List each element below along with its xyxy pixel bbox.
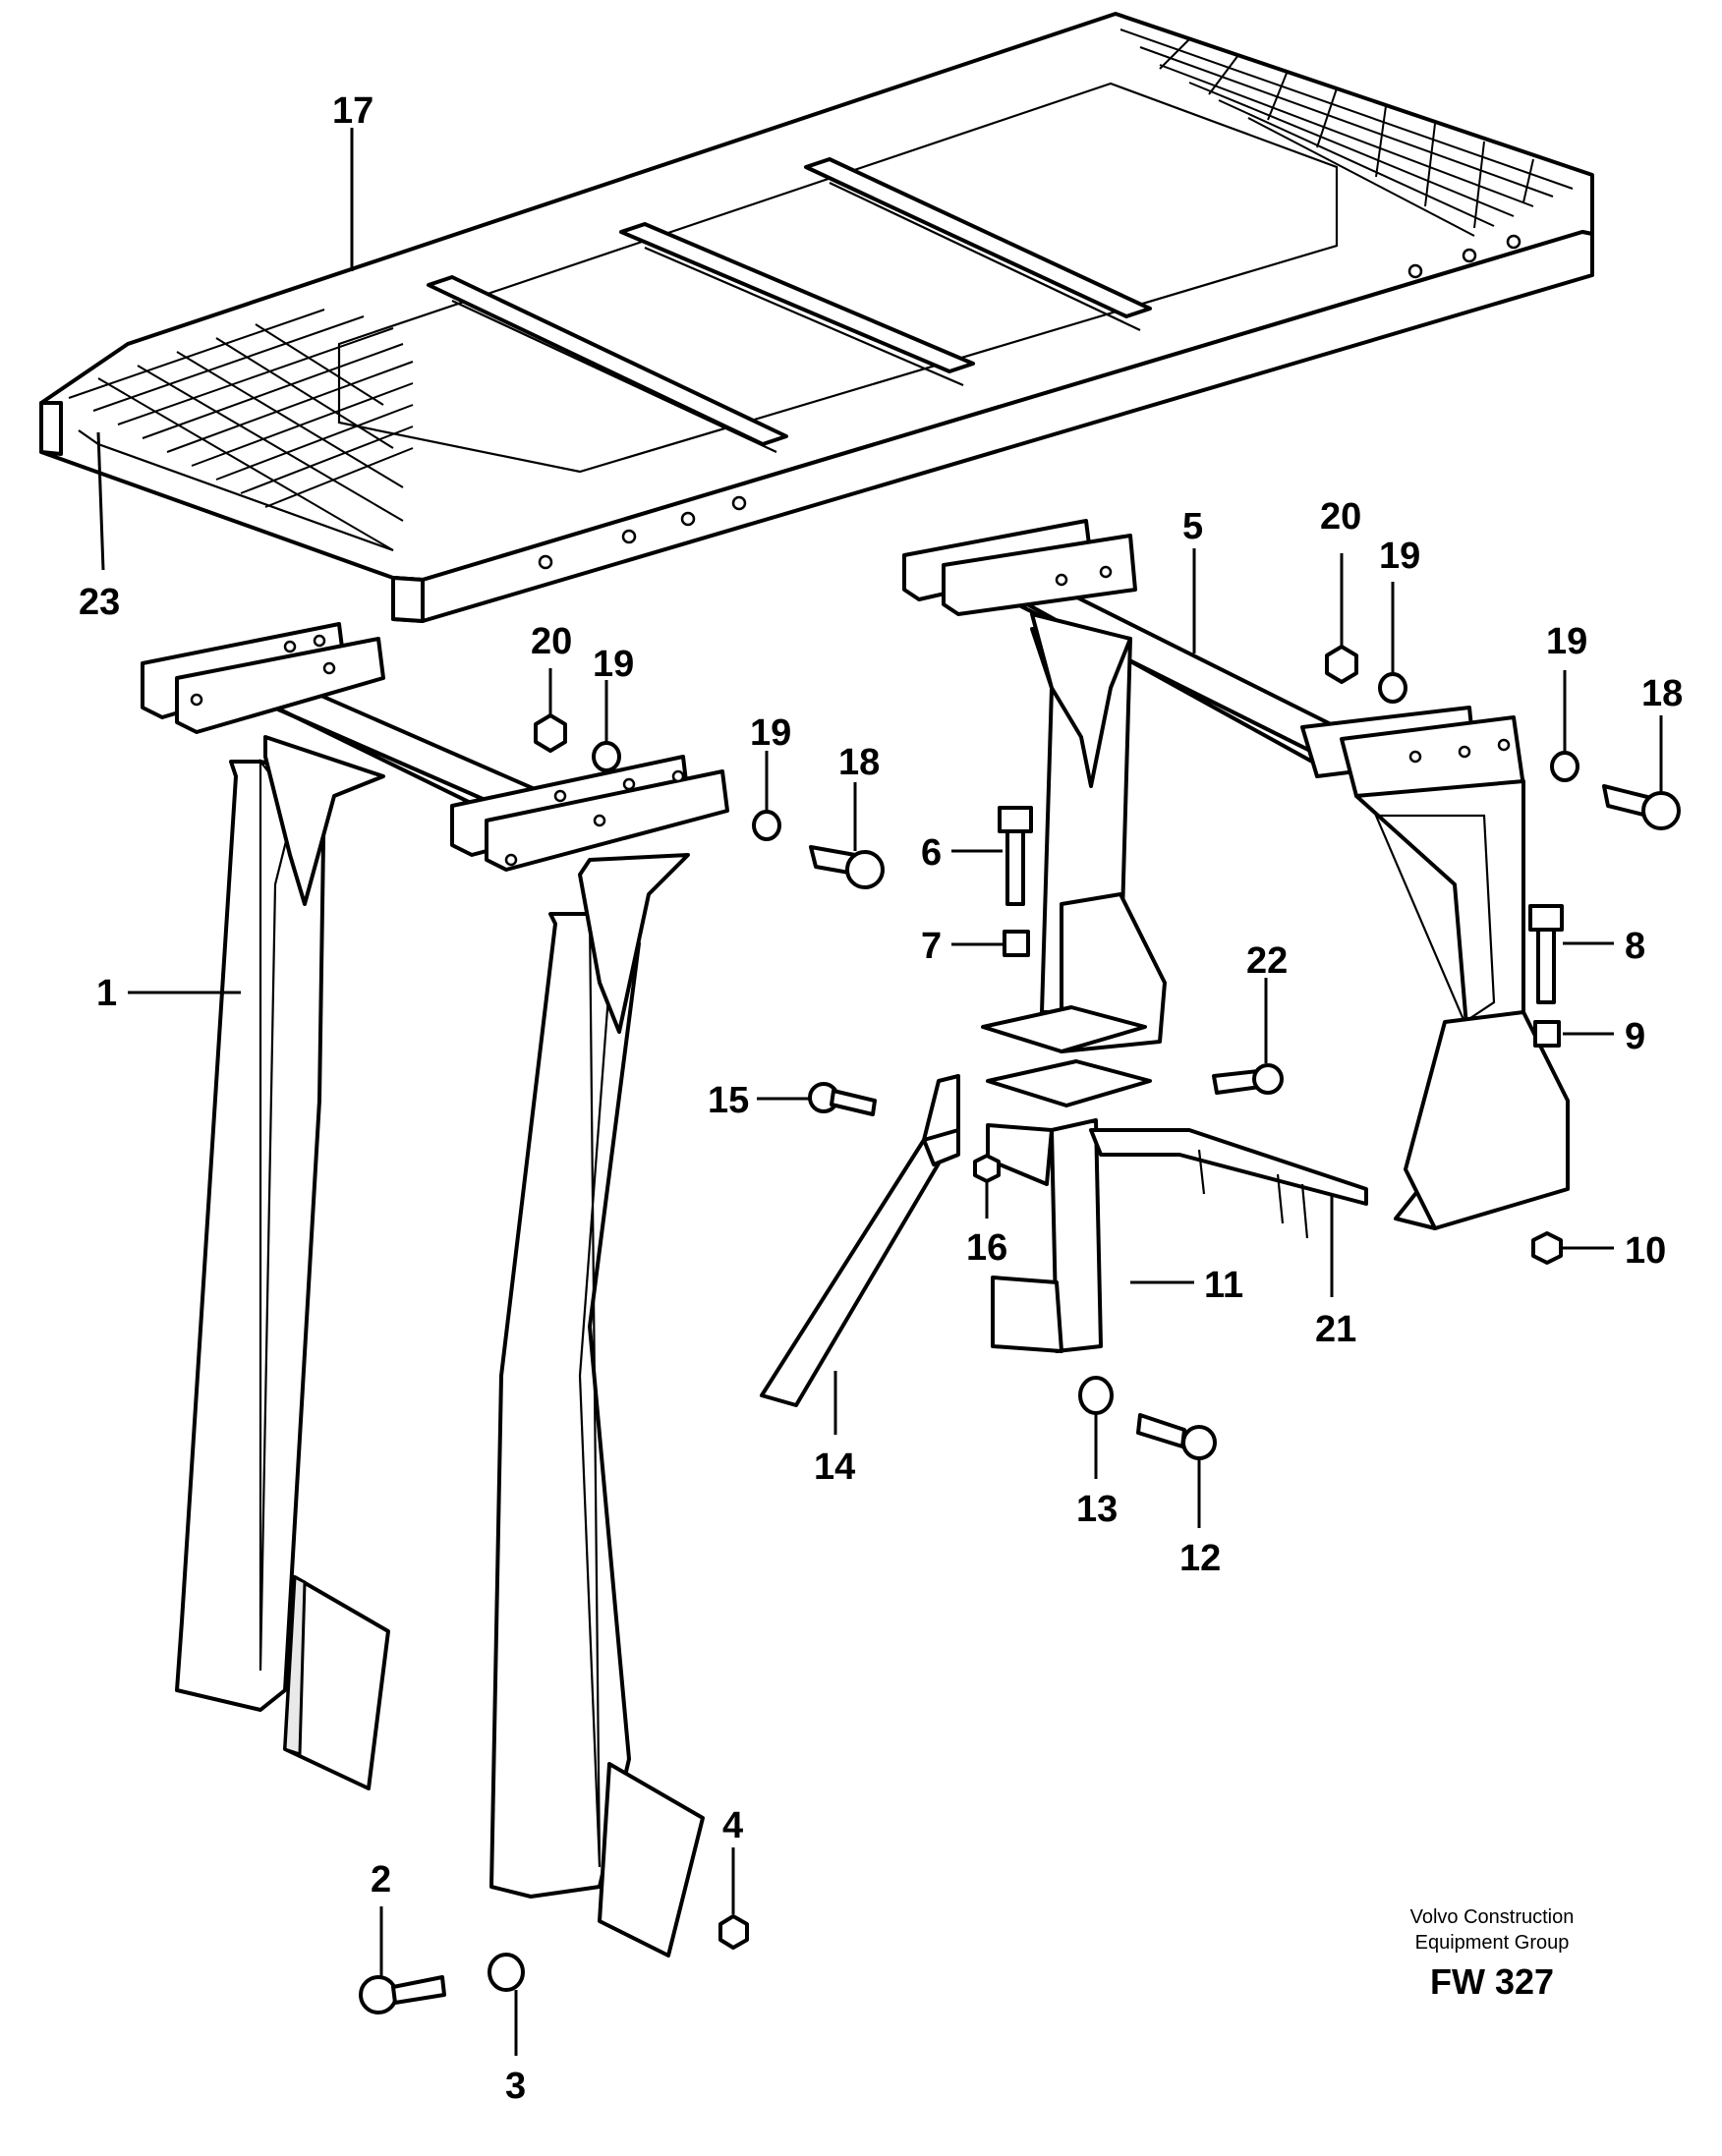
spacer-9 xyxy=(1533,1020,1561,1048)
callout-2: 2 xyxy=(371,1859,391,1901)
callout-23: 23 xyxy=(79,582,120,623)
spacer-7 xyxy=(1003,930,1030,957)
callout-16: 16 xyxy=(966,1227,1007,1269)
callout-13: 13 xyxy=(1076,1489,1118,1530)
credit-company-line1: Volvo Construction xyxy=(1409,1906,1575,1928)
callout-19b: 19 xyxy=(750,712,791,754)
bolt-12 xyxy=(1136,1413,1186,1448)
callout-19c: 19 xyxy=(1379,536,1420,577)
washer-19-right-a xyxy=(1378,672,1407,704)
step-assembly xyxy=(760,1005,1368,1407)
callout-11: 11 xyxy=(1204,1265,1243,1306)
bolt-8 xyxy=(1536,922,1556,1004)
bolt-6 xyxy=(1005,823,1025,906)
callout-7: 7 xyxy=(921,926,942,967)
callout-8: 8 xyxy=(1625,926,1645,967)
callout-9: 9 xyxy=(1625,1016,1645,1057)
platform-grating xyxy=(39,12,1594,623)
washer-19-left-a xyxy=(592,741,621,772)
callout-3: 3 xyxy=(505,2066,526,2107)
washer-19-right-b xyxy=(1550,751,1579,782)
washer-19-left-b xyxy=(752,810,781,841)
callout-19d: 19 xyxy=(1546,621,1587,662)
spacer-3 xyxy=(488,1953,525,1992)
nut-4 xyxy=(718,1914,749,1950)
spacer-13 xyxy=(1078,1376,1114,1415)
callout-20b: 20 xyxy=(1320,496,1361,538)
drawing-code: FW 327 xyxy=(1429,1961,1555,2002)
callout-18b: 18 xyxy=(1641,673,1683,714)
bolt-2 xyxy=(359,1975,398,2014)
callout-19a: 19 xyxy=(593,644,634,685)
left-frame-assembly xyxy=(141,622,729,1957)
callout-1: 1 xyxy=(96,973,117,1014)
credit-company-line2: Equipment Group xyxy=(1414,1932,1570,1954)
callout-4: 4 xyxy=(722,1805,743,1846)
callout-12: 12 xyxy=(1179,1538,1221,1579)
nut-10 xyxy=(1531,1231,1563,1265)
nut-20-right xyxy=(1325,645,1358,684)
callout-14: 14 xyxy=(814,1447,855,1488)
fasteners xyxy=(359,645,1681,2014)
callout-22: 22 xyxy=(1246,940,1288,982)
right-frame-assembly xyxy=(902,519,1570,1230)
callout-10: 10 xyxy=(1625,1230,1666,1272)
callout-21: 21 xyxy=(1315,1309,1356,1350)
callout-5: 5 xyxy=(1182,506,1203,547)
nut-20-left xyxy=(534,713,567,753)
callout-numbers: 17 23 1 20 19 19 18 5 20 19 19 18 6 7 8 … xyxy=(79,90,1683,2107)
nut-16 xyxy=(973,1154,1001,1183)
callout-18a: 18 xyxy=(838,742,880,783)
callout-20a: 20 xyxy=(531,621,572,662)
callout-6: 6 xyxy=(921,832,942,874)
leader-lines xyxy=(96,128,1663,2056)
callout-15: 15 xyxy=(708,1080,749,1121)
callout-17: 17 xyxy=(332,90,373,132)
